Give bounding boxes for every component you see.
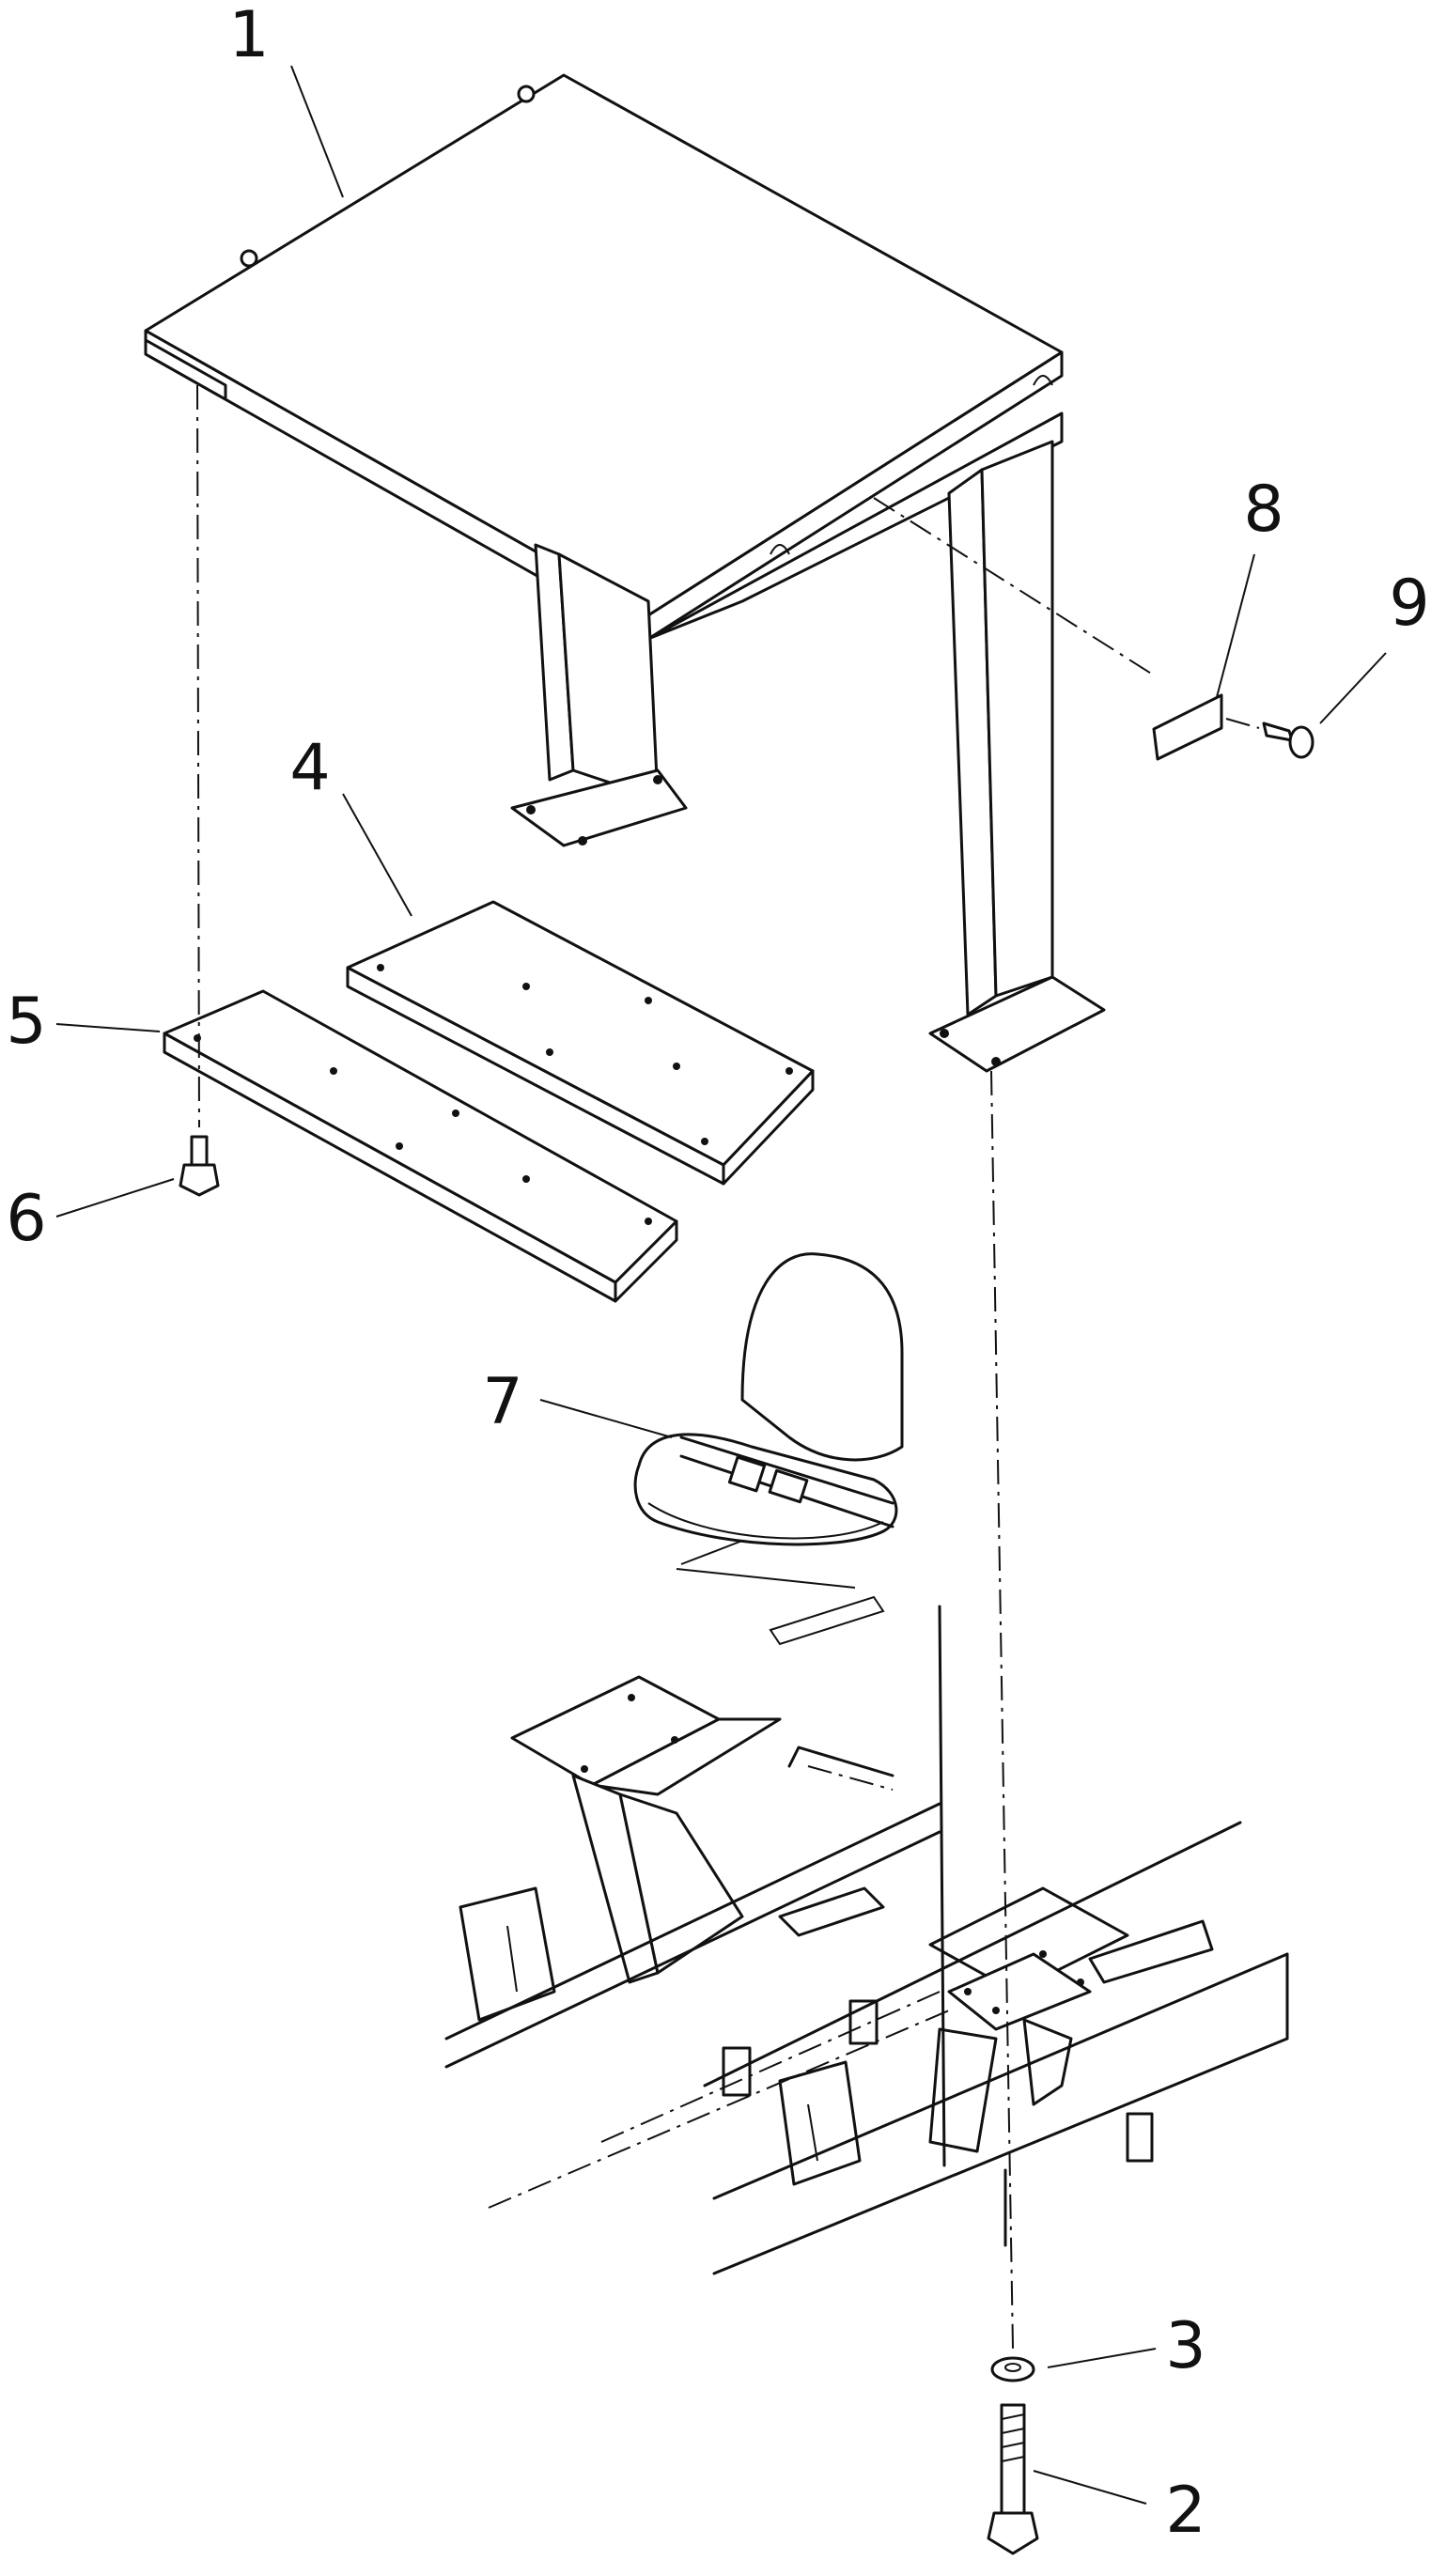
assembly-lines [196, 384, 1260, 2350]
bolt-part-6 [179, 1135, 220, 1197]
floor-plate-part-5 [163, 989, 678, 1303]
seat-part-7 [633, 1252, 904, 1646]
callout-4: 4 [289, 731, 330, 805]
leader-lines [55, 65, 1387, 2505]
callout-5: 5 [6, 985, 46, 1059]
bolt-part-2 [987, 2403, 1039, 2555]
canopy-part-1 [144, 73, 1106, 1073]
mainframe [444, 1605, 1289, 2275]
callout-8: 8 [1243, 473, 1283, 547]
callout-9: 9 [1389, 566, 1429, 641]
screw-part-9 [1262, 722, 1314, 759]
floor-plate-part-4 [346, 900, 815, 1186]
callout-3: 3 [1165, 2309, 1205, 2383]
callout-6: 6 [6, 1182, 46, 1256]
callout-1: 1 [228, 0, 269, 72]
callout-7: 7 [482, 1365, 522, 1439]
callouts: 1 2 3 4 5 6 7 8 9 [6, 0, 1429, 2548]
washer-part-3 [990, 2356, 1035, 2382]
callout-2: 2 [1165, 2474, 1205, 2548]
cover-plate-part-8 [1152, 693, 1223, 761]
